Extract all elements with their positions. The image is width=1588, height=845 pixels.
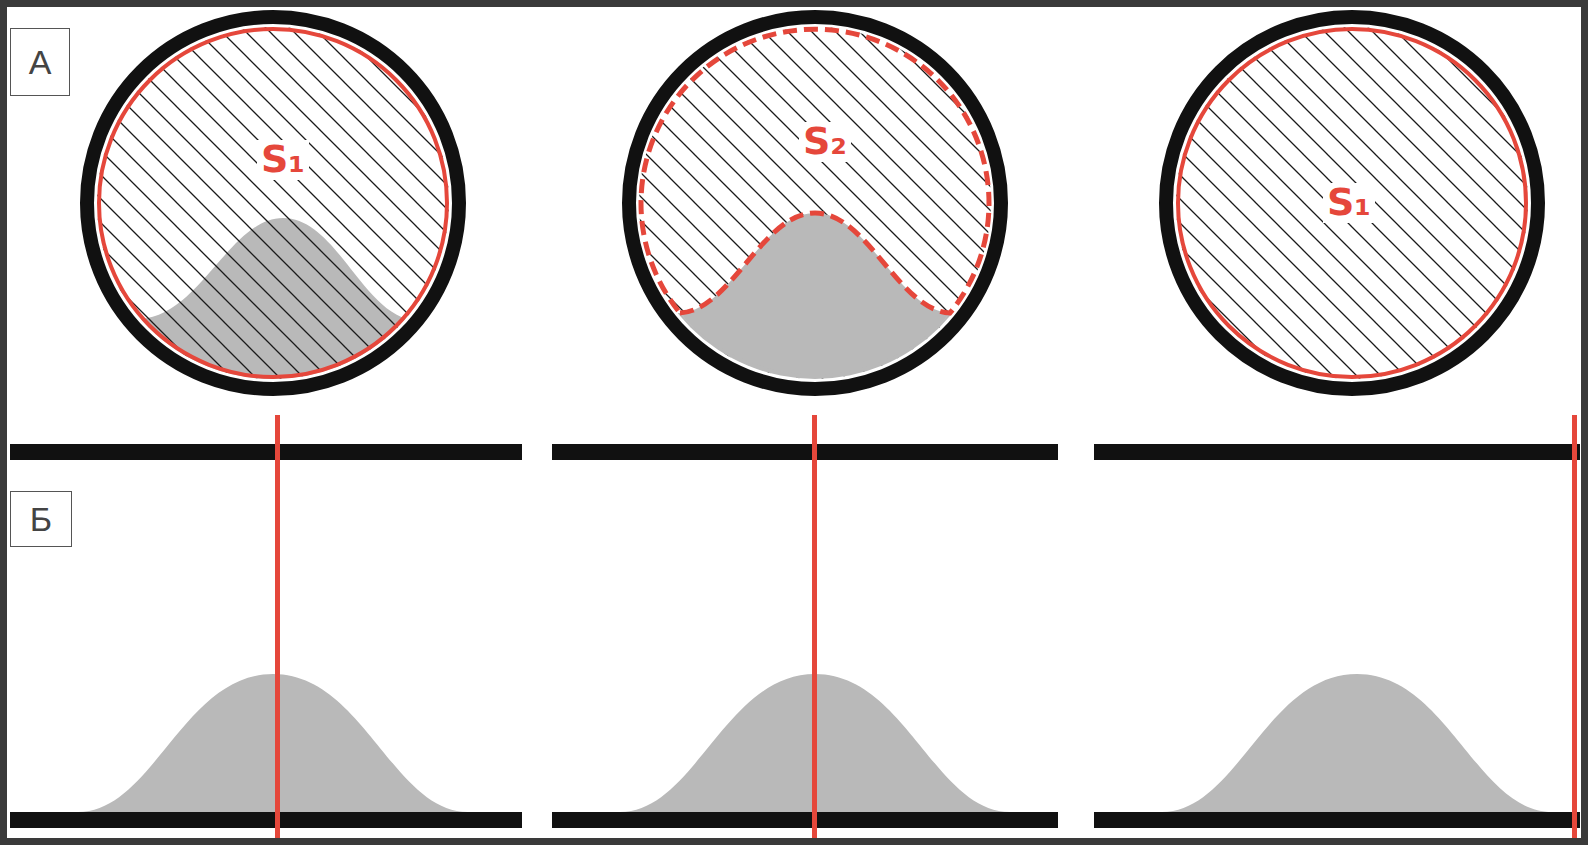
vessel-wall (552, 444, 1058, 460)
plaque-profile (1162, 674, 1552, 812)
section-line (812, 415, 817, 845)
cross-section-circle: S₂ (622, 10, 1008, 396)
cross-section-circle: S₁ (80, 10, 466, 396)
vessel-wall (10, 812, 522, 828)
section-line (275, 415, 280, 845)
panel-letter: Б (30, 502, 52, 536)
area-label-slot: S₁ (1323, 183, 1375, 223)
vessel-wall (10, 444, 522, 460)
area-label-slot: S₂ (799, 122, 851, 162)
cross-section-circle: S₁ (1159, 10, 1545, 396)
plaque-profile (78, 674, 468, 812)
area-label: S₁ (1323, 183, 1375, 223)
vessel-wall (1094, 812, 1580, 828)
panel-label-box: А (10, 28, 70, 96)
vessel-cross-section (80, 10, 466, 396)
panel-label-box: Б (10, 491, 72, 547)
vessel-wall (1094, 444, 1580, 460)
area-label: S₂ (799, 122, 851, 162)
area-label: S₁ (257, 140, 309, 180)
vessel-cross-section (622, 10, 1008, 396)
panel-letter: А (29, 45, 52, 79)
area-label-slot: S₁ (257, 140, 309, 180)
section-line (1572, 415, 1577, 845)
vessel-wall (552, 812, 1058, 828)
